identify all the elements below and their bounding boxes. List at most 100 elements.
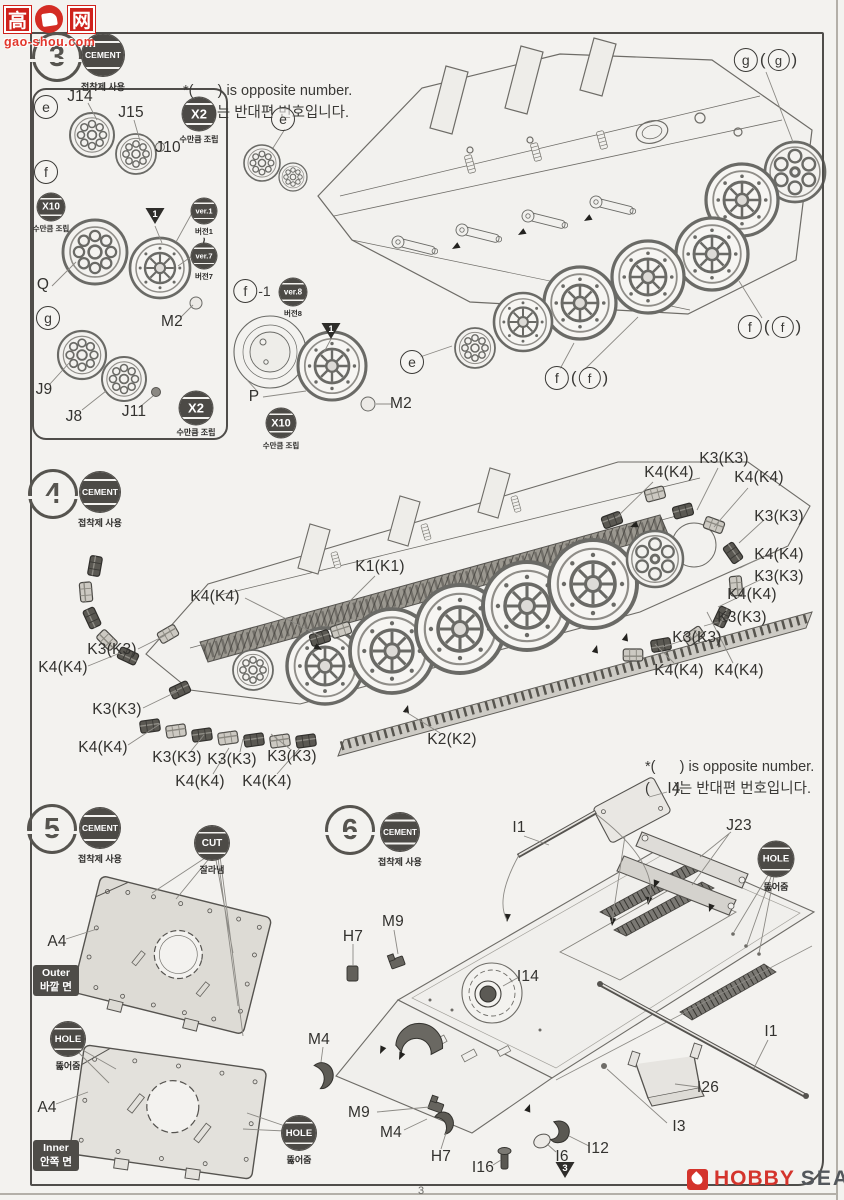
- step3-part-label-j15: J15: [118, 104, 144, 121]
- step4-part-label-k3k3: K3(K3): [87, 641, 137, 658]
- cement-caption-step5: 접착제 사용: [78, 854, 122, 864]
- opposite-number-note-top: *( ) is opposite number.( )는 반대편 번호입니다.: [183, 83, 353, 121]
- step3-part-label-m2: M2: [390, 395, 412, 412]
- opposite-number-note-step4: *( ) is opposite number.( )는 반대편 번호입니다.: [645, 759, 815, 797]
- step6-part-label-i12: I12: [586, 1140, 610, 1157]
- subassembly-pair-f-1: f(f): [737, 315, 802, 339]
- cement-caption-step4: 접착제 사용: [78, 518, 122, 528]
- ver7-caption: 버전7: [195, 272, 213, 281]
- subassembly-circle-f-1: f: [34, 160, 58, 184]
- step4-part-label-k3k3: K3(K3): [754, 568, 804, 585]
- step4-part-label-k3k3: K3(K3): [717, 609, 767, 626]
- step6-part-label-h7: H7: [342, 928, 364, 945]
- step3-number: 3: [29, 32, 85, 82]
- step6-part-label-m4: M4: [308, 1031, 330, 1048]
- page-number: 3: [418, 1185, 425, 1197]
- subassembly-circle-e-5: e: [400, 350, 424, 374]
- step5-inner-plate: [69, 1044, 267, 1181]
- step6-part-label-i4: I4: [667, 780, 681, 797]
- x10-caption-f: 수만큼 조립: [32, 224, 70, 233]
- subassembly-circle-e-4: e: [271, 107, 295, 131]
- cement-badge-step5: CEMENT: [80, 808, 120, 848]
- cement-badge-step6: CEMENT: [381, 813, 419, 851]
- step6-part-label-h7: H7: [430, 1148, 452, 1165]
- step3-part-label-q: Q: [36, 276, 50, 293]
- step3-part-label-m2: M2: [161, 313, 183, 330]
- x2-caption-e: 수만큼 조립: [179, 135, 219, 144]
- flame-icon: [687, 1168, 708, 1190]
- step4-track-k2: [337, 611, 813, 757]
- step4-part-label-k4k4: K4(K4): [38, 659, 88, 676]
- step6-parts: [313, 777, 809, 1170]
- step4-part-label-k4k4: K4(K4): [242, 773, 292, 790]
- step4-part-label-k4k4: K4(K4): [644, 464, 694, 481]
- page-edge-right: [836, 0, 838, 1200]
- leader-lines: [49, 71, 794, 1166]
- step6-part-label-i6: I6: [555, 1148, 569, 1165]
- brand-hobby: HOBBY: [714, 1167, 795, 1190]
- step4-part-label-k4k4: K4(K4): [754, 546, 804, 563]
- x2-caption-g: 수만큼 조립: [176, 428, 216, 437]
- step4-part-label-k4k4: K4(K4): [190, 588, 240, 605]
- x10-badge-f: X10: [37, 193, 65, 221]
- hole-badge-step5a: HOLE: [51, 1022, 85, 1056]
- step4-part-label-k4k4: K4(K4): [727, 586, 777, 603]
- page-edge-bottom: [0, 1193, 838, 1195]
- step6-part-label-i26: I26: [696, 1079, 720, 1096]
- step6-part-label-i1: I1: [512, 819, 526, 836]
- step4-part-label-k3k3: K3(K3): [207, 751, 257, 768]
- subassembly-circle-e-0: e: [34, 95, 58, 119]
- step3-part-label-j10: J10: [155, 139, 181, 156]
- ver1-caption: 버전1: [195, 227, 213, 236]
- subassembly-pair-f-2: f(f): [544, 366, 609, 390]
- watermark-char-1: 高: [4, 6, 31, 33]
- step4-part-label-k2k2: K2(K2): [427, 731, 477, 748]
- hole-caption-step6: 뚫어줌: [763, 882, 789, 892]
- step3-part-label-p: P: [248, 388, 260, 405]
- subassembly-circle-f-3: f-1: [233, 279, 271, 303]
- step6-part-label-i1: I1: [764, 1023, 778, 1040]
- cement-caption-step3: 접착제 사용: [81, 82, 125, 92]
- step3-part-label-j14: J14: [67, 88, 93, 105]
- step5-number: 5: [24, 804, 80, 854]
- step6-part-label-i16: I16: [471, 1159, 495, 1176]
- ver7-badge: ver.7: [191, 243, 217, 269]
- step3-panel-drawing: [56, 112, 376, 412]
- cut-badge: CUT: [195, 826, 229, 860]
- step6-part-label-i3: I3: [672, 1118, 686, 1135]
- step4-part-label-k4k4: K4(K4): [654, 662, 704, 679]
- step4-part-label-k1k1: K1(K1): [355, 558, 405, 575]
- step6-part-label-m9: M9: [382, 913, 404, 930]
- step4-wheels: [232, 522, 717, 706]
- cement-badge-step3: CEMENT: [82, 34, 124, 76]
- ver8-badge: ver.8: [279, 278, 307, 306]
- thumbs-up-icon: [33, 4, 66, 35]
- step5-part-label-a4: A4: [47, 933, 67, 950]
- step3-part-label-j8: J8: [65, 408, 83, 425]
- step4-part-label-k4k4: K4(K4): [78, 739, 128, 756]
- brand-search: SEARCH: [800, 1167, 844, 1190]
- x10-badge-f1: X10: [266, 408, 296, 438]
- subassembly-circle-g-2: g: [36, 306, 60, 330]
- step4-part-label-k4k4: K4(K4): [175, 773, 225, 790]
- step4-number: 4: [25, 469, 81, 519]
- step4-part-label-k3k3: K3(K3): [699, 450, 749, 467]
- hobby-search-logo: HOBBY SEARCH: [687, 1167, 844, 1191]
- step3-detail-panel: [32, 88, 228, 440]
- cement-badge-step4: CEMENT: [80, 472, 120, 512]
- step6-number: 6: [322, 805, 378, 855]
- x2-badge-e: X2: [182, 97, 216, 131]
- cement-caption-step6: 접착제 사용: [378, 857, 422, 867]
- hole-caption-step5b: 뚫어줌: [286, 1155, 312, 1165]
- step4-part-label-k4k4: K4(K4): [734, 469, 784, 486]
- watermark-domain: gao-shou.com: [4, 35, 96, 49]
- x2-badge-g: X2: [179, 391, 213, 425]
- step4-part-label-k4k4: K4(K4): [714, 662, 764, 679]
- ver1-badge: ver.1: [191, 198, 217, 224]
- step4-part-label-k3k3: K3(K3): [672, 629, 722, 646]
- x10-caption-f1: 수만큼 조립: [262, 441, 300, 450]
- step5-part-label-a4: A4: [37, 1099, 57, 1116]
